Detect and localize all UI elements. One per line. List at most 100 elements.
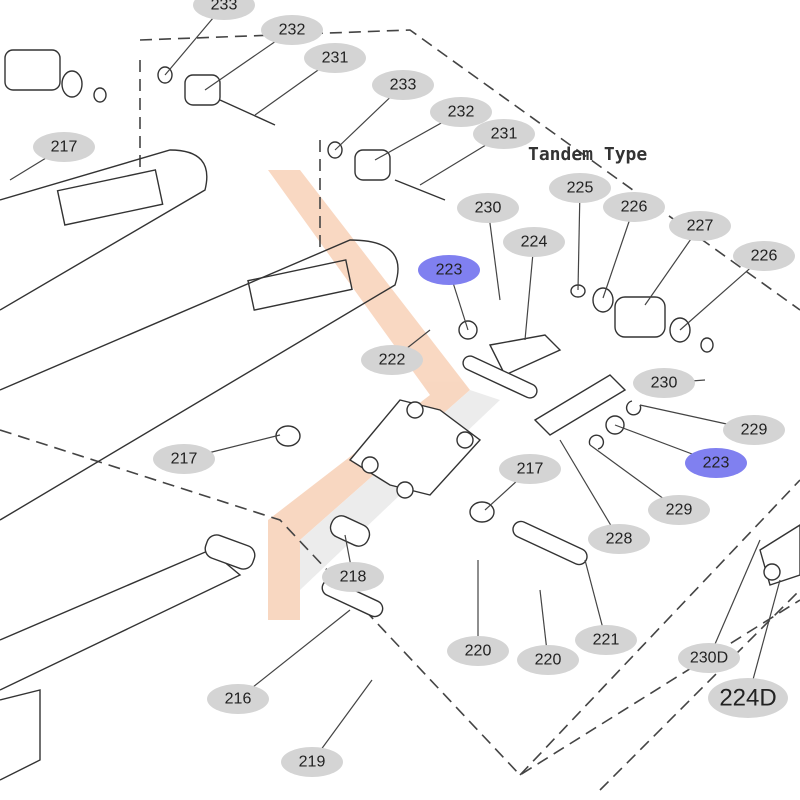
callout-230D: 230D [678, 539, 761, 673]
callout-bubble [457, 193, 519, 223]
callout-bubble [447, 636, 509, 666]
callout-225: 225 [549, 173, 611, 291]
callout-bubble [33, 132, 95, 162]
callout-bubble [678, 643, 740, 673]
callout-label: 230 [651, 375, 678, 392]
leader-line [708, 539, 761, 659]
callout-label: 224 [521, 234, 548, 251]
callout-bubble [503, 227, 565, 257]
leader-line [487, 207, 501, 301]
callout-bubble [473, 119, 535, 149]
callout-label: 222 [379, 352, 406, 369]
callout-label: 216 [225, 691, 252, 708]
callout-label: 220 [535, 652, 562, 669]
callout-label: 230D [690, 650, 728, 667]
callout-label: 224D [719, 685, 776, 712]
callout-bubble [723, 415, 785, 445]
callout-226: 226 [602, 192, 665, 299]
callout-223: 223 [614, 424, 747, 478]
callout-217: 217 [484, 454, 561, 511]
callout-bubble [418, 255, 480, 285]
callout-bubble [193, 0, 255, 20]
wheel-parts [4, 49, 714, 353]
callout-229: 229 [589, 444, 710, 525]
callout-231: 231 [254, 43, 366, 116]
callout-label: 225 [567, 180, 594, 197]
callout-bubble [361, 345, 423, 375]
callout-bubble [603, 192, 665, 222]
callout-bubble [322, 562, 384, 592]
callout-224D: 224D [708, 579, 788, 718]
section-boundaries [0, 29, 800, 791]
callout-217: 217 [153, 434, 281, 474]
callout-bubble [153, 444, 215, 474]
callout-230: 230 [457, 193, 519, 301]
callout-223: 223 [418, 255, 480, 331]
callout-216: 216 [207, 609, 351, 714]
callout-bubble [669, 211, 731, 241]
callout-228: 228 [559, 439, 650, 554]
callout-label: 232 [279, 22, 306, 39]
callout-bubble [499, 454, 561, 484]
watermark-arrow [268, 170, 500, 620]
callout-label: 217 [171, 451, 198, 468]
callout-label: 229 [741, 422, 768, 439]
section-title: Tandem Type [528, 144, 647, 165]
callout-bubble [304, 43, 366, 73]
callout-label: 233 [211, 0, 238, 14]
callout-bubble [261, 15, 323, 45]
leader-line [602, 206, 635, 299]
callout-217: 217 [9, 132, 95, 181]
callout-bubble [648, 495, 710, 525]
callout-220: 220 [447, 560, 509, 666]
callout-233: 233 [334, 70, 434, 151]
callout-label: 220 [465, 643, 492, 660]
callout-labels: 233 232 231 217 233 232 231 225 226 230 224 227 226 2… [9, 0, 795, 777]
callout-224: 224 [503, 227, 565, 341]
callout-222: 222 [361, 329, 431, 375]
callout-233: 233 [164, 0, 255, 76]
callout-226: 226 [679, 241, 795, 331]
callout-label: 219 [299, 754, 326, 771]
callout-bubble [372, 70, 434, 100]
callout-label: 223 [436, 262, 463, 279]
callout-220: 220 [517, 589, 579, 675]
callout-219: 219 [281, 679, 373, 777]
callout-bubble [207, 684, 269, 714]
callout-label: 231 [322, 50, 349, 67]
callout-label: 226 [621, 199, 648, 216]
callout-label: 229 [666, 502, 693, 519]
callout-label: 231 [491, 126, 518, 143]
callout-label: 227 [687, 218, 714, 235]
callout-230: 230 [633, 368, 706, 398]
leader-line [524, 241, 535, 341]
callout-229: 229 [639, 404, 785, 445]
callout-bubble [517, 645, 579, 675]
callout-label: 232 [448, 104, 475, 121]
callout-label: 223 [703, 455, 730, 472]
callout-label: 221 [593, 632, 620, 649]
callout-bubble [575, 625, 637, 655]
callout-bubble [430, 97, 492, 127]
callout-label: 217 [51, 139, 78, 156]
callout-232: 232 [204, 15, 323, 91]
callout-227: 227 [644, 211, 731, 306]
callout-bubble [708, 678, 788, 718]
callout-bubble [685, 448, 747, 478]
callout-label: 233 [390, 77, 417, 94]
leader-line [577, 187, 581, 291]
callout-label: 228 [606, 531, 633, 548]
callout-231: 231 [419, 119, 535, 186]
tandem-bracket [204, 320, 800, 618]
callout-218: 218 [322, 534, 384, 592]
callout-label: 217 [517, 461, 544, 478]
callout-label: 226 [751, 248, 778, 265]
callout-bubble [588, 524, 650, 554]
leader-line [237, 609, 351, 700]
callout-label: 218 [340, 569, 367, 586]
callout-bubble [633, 368, 695, 398]
callout-label: 230 [475, 200, 502, 217]
callout-bubble [733, 241, 795, 271]
